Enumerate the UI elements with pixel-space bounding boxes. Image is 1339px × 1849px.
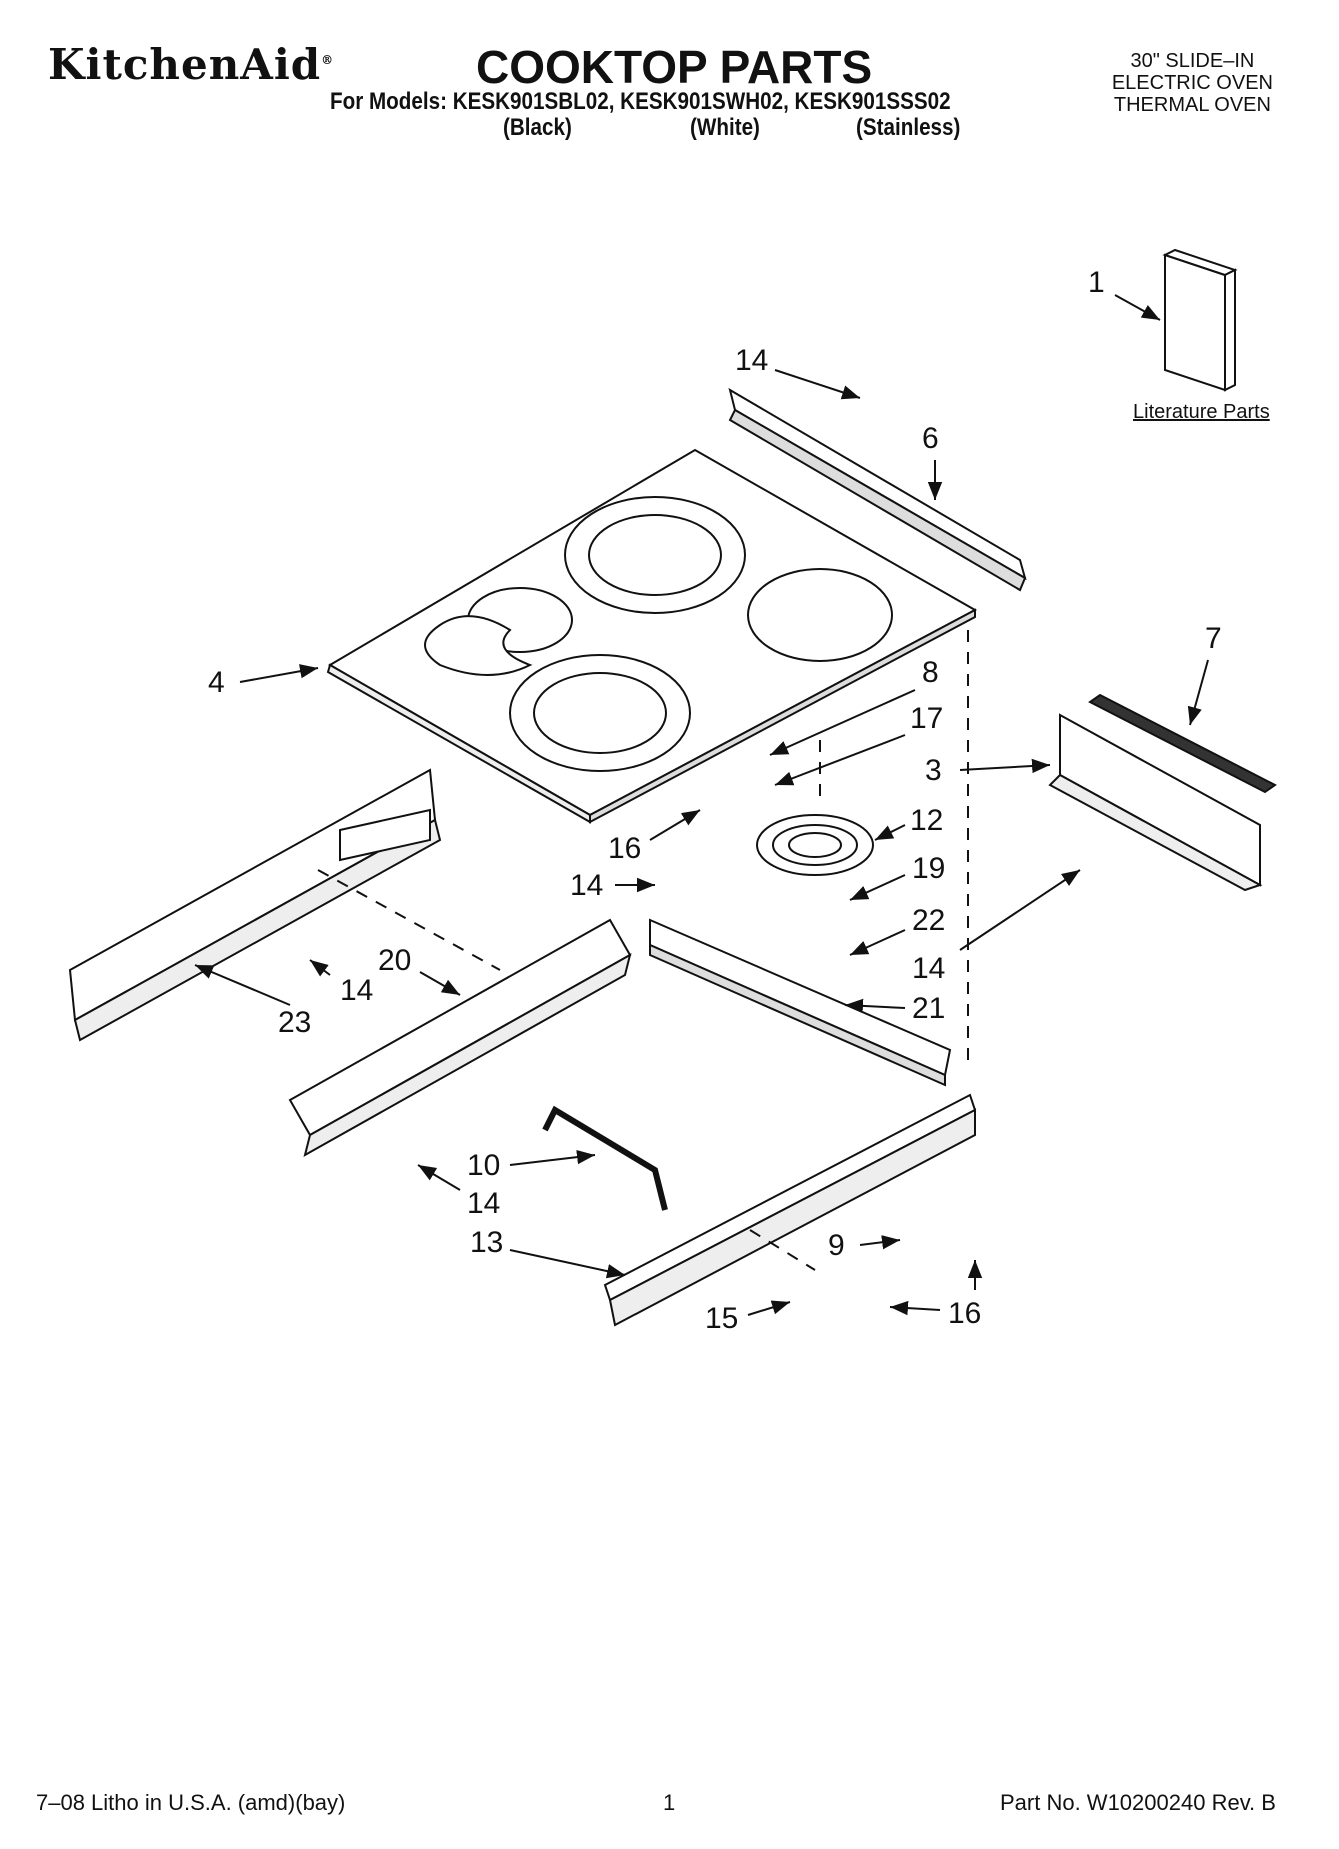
- callout-13: 13: [470, 1226, 626, 1279]
- svg-text:8: 8: [922, 656, 939, 689]
- trim-strip: [1088, 693, 1277, 794]
- oven-type-line: 30" SLIDE–IN: [1130, 50, 1255, 72]
- callout-19: 19: [849, 852, 945, 901]
- svg-text:3: 3: [925, 754, 942, 787]
- registered-mark: ®: [321, 53, 335, 67]
- front-rail: [288, 918, 632, 1158]
- svg-text:4: 4: [208, 666, 225, 699]
- side-channel: [1048, 713, 1263, 892]
- svg-text:13: 13: [470, 1226, 503, 1259]
- footer-part-number: Part No. W10200240 Rev. B: [1000, 1790, 1276, 1815]
- callout-1: 1: [1088, 266, 1161, 321]
- variant-white: (White): [690, 114, 760, 141]
- literature-parts-label: Literature Parts: [1133, 401, 1270, 423]
- footer-page-number: 1: [663, 1790, 676, 1815]
- svg-text:14: 14: [340, 974, 373, 1007]
- svg-text:7: 7: [1205, 622, 1222, 655]
- callout-12: 12: [874, 804, 943, 841]
- svg-text:23: 23: [278, 1006, 311, 1039]
- svg-text:20: 20: [378, 944, 411, 977]
- callout-22: 22: [849, 904, 945, 956]
- svg-text:9: 9: [828, 1229, 845, 1262]
- svg-text:21: 21: [912, 992, 945, 1025]
- svg-text:19: 19: [912, 852, 945, 885]
- svg-text:22: 22: [912, 904, 945, 937]
- svg-text:10: 10: [467, 1149, 500, 1182]
- callout-21: 21: [844, 992, 945, 1025]
- callout-3: 3: [925, 754, 1051, 787]
- assembly-guide-lines: [317, 630, 969, 1271]
- radiant-element: [756, 814, 874, 876]
- page-title: COOKTOP PARTS: [476, 41, 873, 93]
- variant-black: (Black): [503, 114, 572, 141]
- left-vent-rail: [68, 768, 442, 1042]
- callout-6: 6: [922, 422, 943, 500]
- svg-text:14: 14: [570, 869, 603, 902]
- callout-7: 7: [1187, 622, 1222, 726]
- callout-16-lower: 16: [889, 1260, 983, 1330]
- svg-text:16: 16: [948, 1297, 981, 1330]
- callout-10: 10: [467, 1149, 596, 1182]
- svg-text:6: 6: [922, 422, 939, 455]
- oven-type-line: ELECTRIC OVEN: [1111, 72, 1273, 94]
- oven-type-line: THERMAL OVEN: [1113, 94, 1271, 116]
- wire-bracket: [542, 1105, 668, 1211]
- svg-text:14: 14: [467, 1187, 500, 1220]
- literature-parts-booklet: [1162, 248, 1238, 392]
- variant-stainless: (Stainless): [856, 114, 961, 141]
- callout-9: 9: [828, 1229, 901, 1262]
- callout-14-top: 14: [735, 344, 861, 400]
- callout-20: 20: [378, 944, 461, 996]
- brand-logo: KitchenAid®: [48, 40, 334, 89]
- svg-text:15: 15: [705, 1302, 738, 1335]
- svg-text:14: 14: [735, 344, 768, 377]
- center-bracket: [649, 918, 952, 1087]
- glass-cooktop: [326, 448, 978, 824]
- oven-type-block: 30" SLIDE–IN ELECTRIC OVEN THERMAL OVEN: [1112, 50, 1273, 116]
- svg-text:12: 12: [910, 804, 943, 837]
- callout-23: 23: [194, 964, 311, 1039]
- svg-text:17: 17: [910, 702, 943, 735]
- models-line: For Models: KESK901SBL02, KESK901SWH02, …: [330, 88, 951, 115]
- callout-15: 15: [705, 1300, 791, 1335]
- callout-16-mid: 16: [608, 809, 701, 865]
- callout-8: 8: [769, 656, 939, 756]
- svg-text:1: 1: [1088, 266, 1105, 299]
- rear-trim: [728, 387, 1027, 592]
- footer-litho: 7–08 Litho in U.S.A. (amd)(bay): [36, 1790, 346, 1815]
- svg-text:14: 14: [912, 952, 945, 985]
- callout-14-mid: 14: [570, 869, 655, 902]
- bottom-rail: [603, 1093, 977, 1327]
- callout-4: 4: [208, 664, 319, 699]
- brand-logo-text: KitchenAid: [48, 40, 322, 89]
- svg-text:16: 16: [608, 832, 641, 865]
- callout-14-right: 14: [912, 869, 1081, 985]
- callout-14-lower: 14: [417, 1164, 500, 1220]
- callout-17: 17: [774, 702, 943, 786]
- callout-14-left: 14: [309, 959, 373, 1007]
